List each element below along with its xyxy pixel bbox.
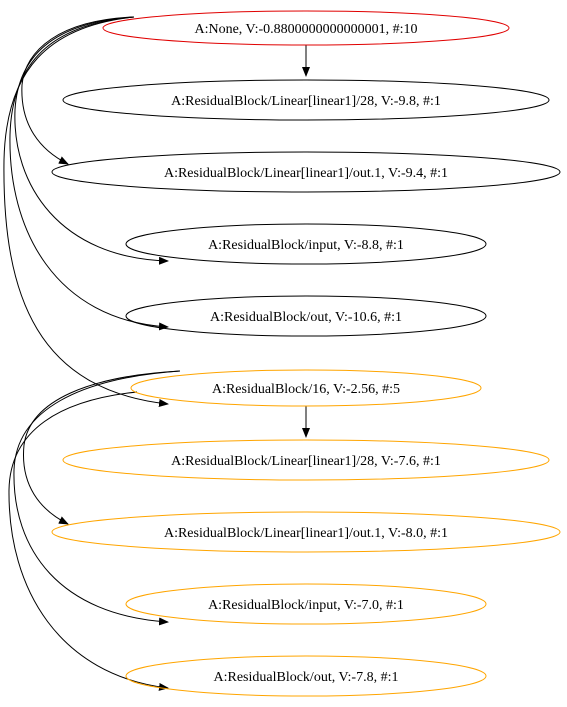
edge-n0-n4 bbox=[9, 16, 169, 331]
node-ellipse bbox=[102, 10, 510, 46]
node-input-a: A:ResidualBlock/input, V:-8.8, #:1 bbox=[125, 223, 487, 265]
node-block16: A:ResidualBlock/16, V:-2.56, #:5 bbox=[130, 369, 482, 407]
node-ellipse bbox=[51, 151, 561, 193]
node-label: A:ResidualBlock/Linear[linear1]/out.1, V… bbox=[164, 526, 448, 541]
node-linear-out-b: A:ResidualBlock/Linear[linear1]/out.1, V… bbox=[51, 511, 561, 553]
node-label: A:ResidualBlock/input, V:-8.8, #:1 bbox=[208, 238, 404, 253]
node-ellipse bbox=[125, 655, 487, 697]
node-ellipse bbox=[125, 223, 487, 265]
edges bbox=[3, 16, 310, 691]
node-label: A:ResidualBlock/16, V:-2.56, #:5 bbox=[212, 382, 400, 397]
node-label: A:ResidualBlock/out, V:-10.6, #:1 bbox=[210, 310, 402, 325]
node-out-a: A:ResidualBlock/out, V:-10.6, #:1 bbox=[125, 295, 487, 337]
node-out-b: A:ResidualBlock/out, V:-7.8, #:1 bbox=[125, 655, 487, 697]
node-ellipse bbox=[125, 295, 487, 337]
node-label: A:ResidualBlock/Linear[linear1]/28, V:-7… bbox=[171, 454, 441, 469]
edge-n0-n5 bbox=[3, 16, 169, 407]
node-label: A:None, V:-0.8800000000000001, #:10 bbox=[194, 22, 417, 37]
node-label: A:ResidualBlock/Linear[linear1]/out.1, V… bbox=[164, 166, 448, 181]
edge-n5-n8 bbox=[13, 370, 181, 626]
node-ellipse bbox=[125, 583, 487, 625]
node-linear-out-a: A:ResidualBlock/Linear[linear1]/out.1, V… bbox=[51, 151, 561, 193]
node-ellipse bbox=[130, 369, 482, 407]
node-linear28-b: A:ResidualBlock/Linear[linear1]/28, V:-7… bbox=[62, 439, 550, 481]
edge-n0-n2 bbox=[21, 16, 135, 165]
edge-n0-n3 bbox=[14, 16, 169, 265]
node-ellipse bbox=[62, 79, 550, 121]
nodes: A:None, V:-0.8800000000000001, #:10 A:Re… bbox=[51, 10, 561, 697]
node-input-b: A:ResidualBlock/input, V:-7.0, #:1 bbox=[125, 583, 487, 625]
node-label: A:ResidualBlock/Linear[linear1]/28, V:-9… bbox=[171, 94, 441, 109]
edge-n5-n7 bbox=[22, 370, 181, 525]
node-ellipse bbox=[62, 439, 550, 481]
edge-n5-n9 bbox=[8, 391, 169, 691]
node-label: A:ResidualBlock/out, V:-7.8, #:1 bbox=[214, 670, 399, 685]
node-root: A:None, V:-0.8800000000000001, #:10 bbox=[102, 10, 510, 46]
node-label: A:ResidualBlock/input, V:-7.0, #:1 bbox=[208, 598, 404, 613]
node-linear28-a: A:ResidualBlock/Linear[linear1]/28, V:-9… bbox=[62, 79, 550, 121]
node-ellipse bbox=[51, 511, 561, 553]
